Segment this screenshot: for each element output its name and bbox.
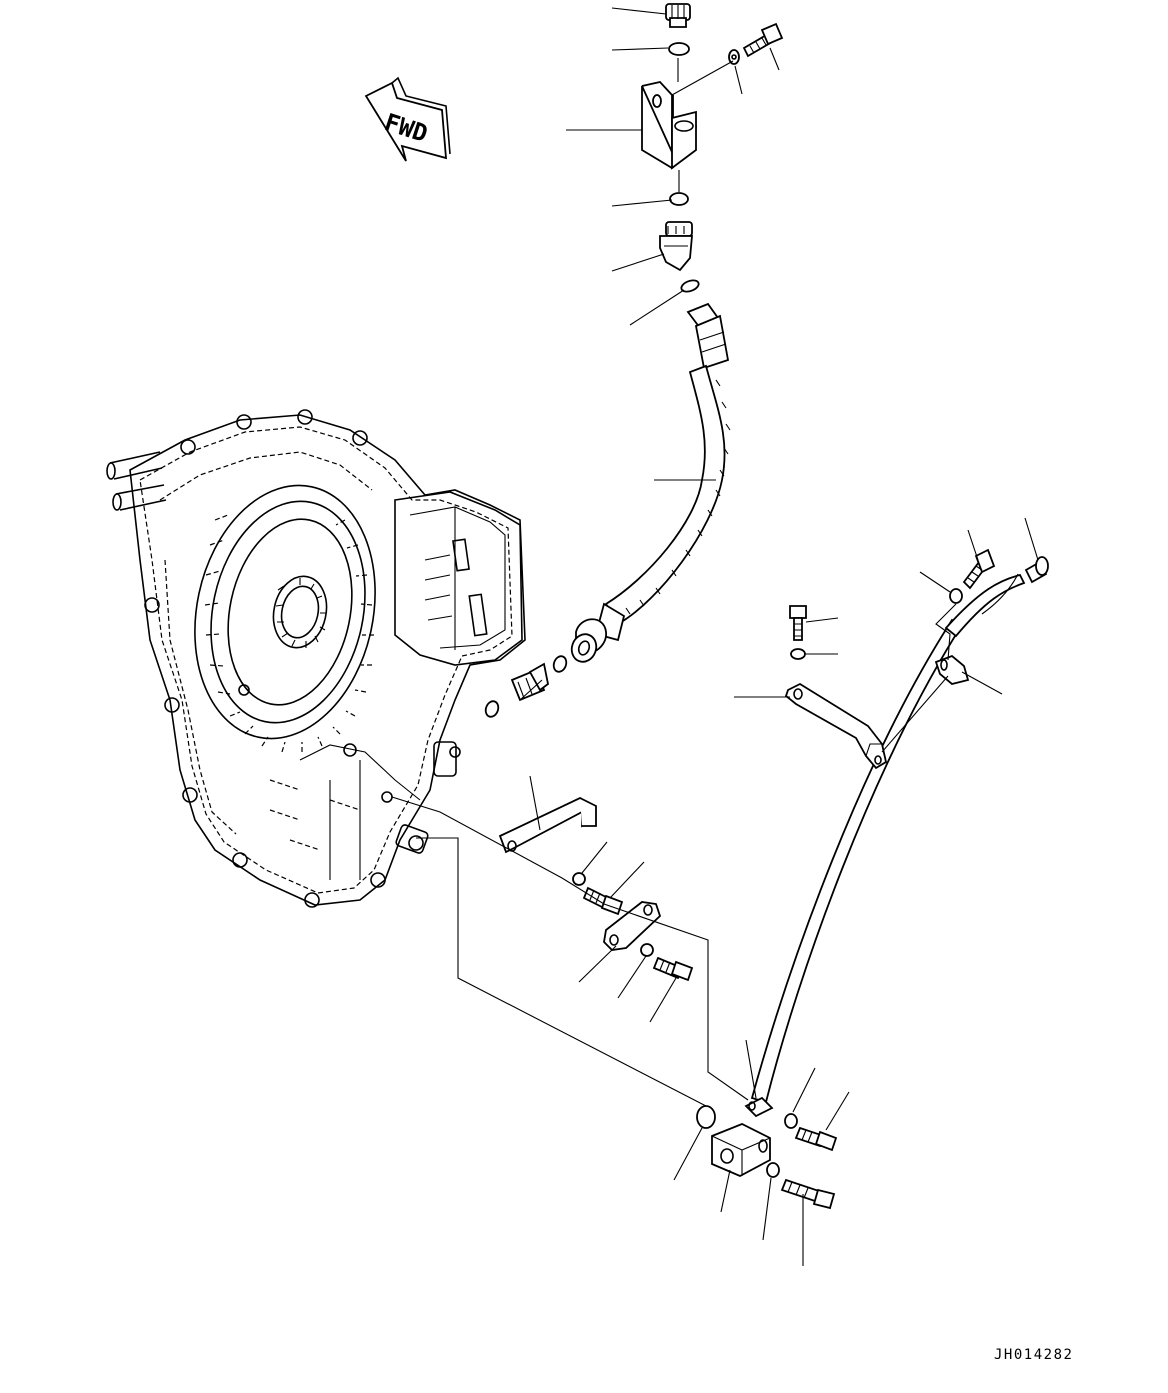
clip-bolt [964,550,994,588]
o-ring-lower [680,278,700,294]
plate-bolt [654,958,692,980]
support-bracket [786,684,886,768]
o-ring-upper [669,43,689,55]
block-washer-lower [767,1163,779,1177]
elbow-fitting [660,222,692,270]
support-bolt [790,606,806,640]
block-bolt-lower [782,1180,834,1208]
hose-o-ring [552,654,569,673]
plate-washer [641,944,653,956]
tube-clip [936,656,968,684]
clip-washer [950,589,962,603]
transmission-housing [107,410,525,907]
block-o-ring [697,1106,715,1128]
block-bolt-upper [796,1128,836,1150]
connector-o-ring [484,699,501,718]
fwd-arrow: FWD [366,78,450,161]
hose-assembly [568,304,730,665]
block-washer-upper [785,1114,797,1128]
assembly-lines [392,58,956,1106]
support-washer [791,649,805,659]
o-ring-middle [670,193,688,205]
dipstick-tube [752,557,1048,1102]
drawing-id-label: JH014282 [994,1347,1074,1363]
leader-lines [530,8,1038,1266]
guide-block [712,1098,772,1176]
bracket-bolt-top [729,24,782,64]
connector-fitting [512,664,548,700]
mid-bracket [500,798,596,852]
breather-plug [666,4,690,27]
mid-washer [573,873,585,885]
cover-plate [604,902,660,950]
mounting-bracket [642,82,696,168]
